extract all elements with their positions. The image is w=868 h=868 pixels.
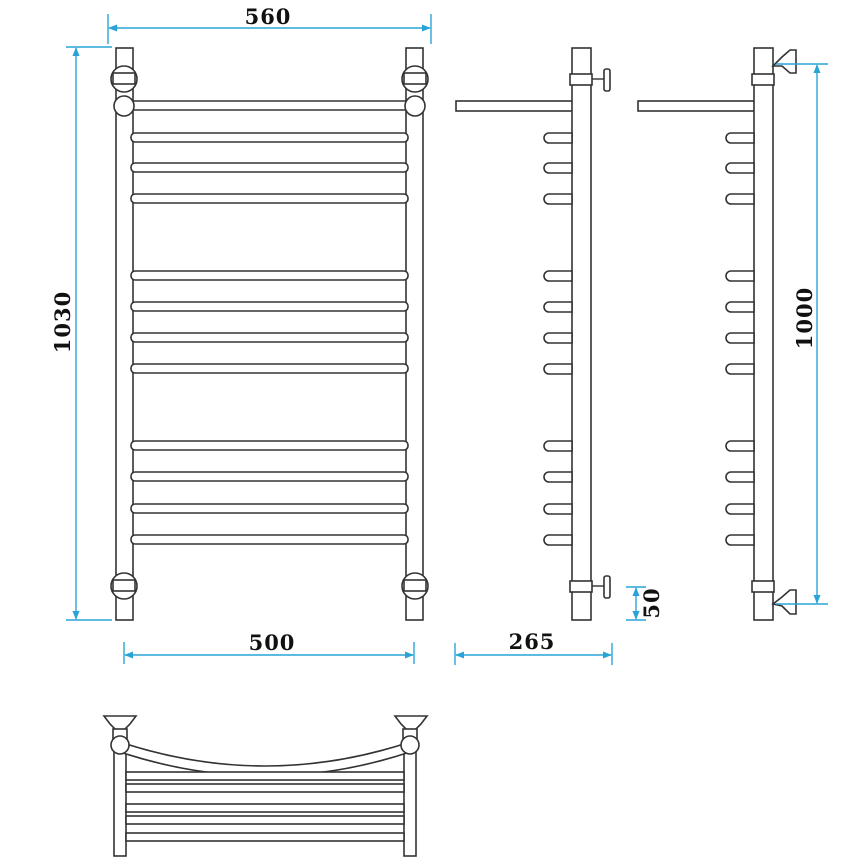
top-view-rungs (125, 771, 405, 842)
side-post-right (753, 47, 774, 621)
side-post-left (571, 47, 592, 621)
top-view-shelf (119, 740, 411, 777)
dimension-depth: 265 (454, 629, 613, 665)
dimension-overall-width: 560 (107, 4, 432, 44)
dimension-height: 1030 (50, 46, 112, 621)
top-bar (123, 100, 415, 111)
front-view (110, 47, 429, 621)
connection-distance-label: 1000 (792, 287, 817, 349)
left-top-joint (113, 95, 135, 117)
left-post (115, 47, 134, 621)
dimension-center-distance: 500 (123, 630, 415, 664)
right-post (405, 47, 424, 621)
side-hooks-left (543, 132, 573, 546)
top-view-right-post (403, 751, 417, 857)
overall-width-label: 560 (245, 4, 292, 29)
side-shelf-right (637, 100, 756, 112)
top-view-mounts (102, 715, 429, 755)
front-brackets (110, 65, 429, 600)
depth-label: 265 (509, 629, 556, 654)
top-view (102, 715, 429, 857)
side-view-right (637, 47, 797, 621)
side-hooks-right (725, 132, 755, 546)
right-top-joint (404, 95, 426, 117)
dimension-bottom-offset: 50 (626, 586, 664, 621)
bottom-offset-label: 50 (639, 587, 664, 618)
side-view-left (455, 47, 611, 621)
top-view-left-post (113, 751, 127, 857)
dimension-connection-distance: 1000 (776, 63, 828, 605)
side-valves-left (592, 68, 611, 599)
side-shelf-left (455, 100, 574, 112)
center-distance-label: 500 (249, 630, 296, 655)
front-rungs (130, 132, 409, 545)
height-label: 1030 (50, 291, 75, 353)
side-flanges-right (771, 49, 797, 615)
